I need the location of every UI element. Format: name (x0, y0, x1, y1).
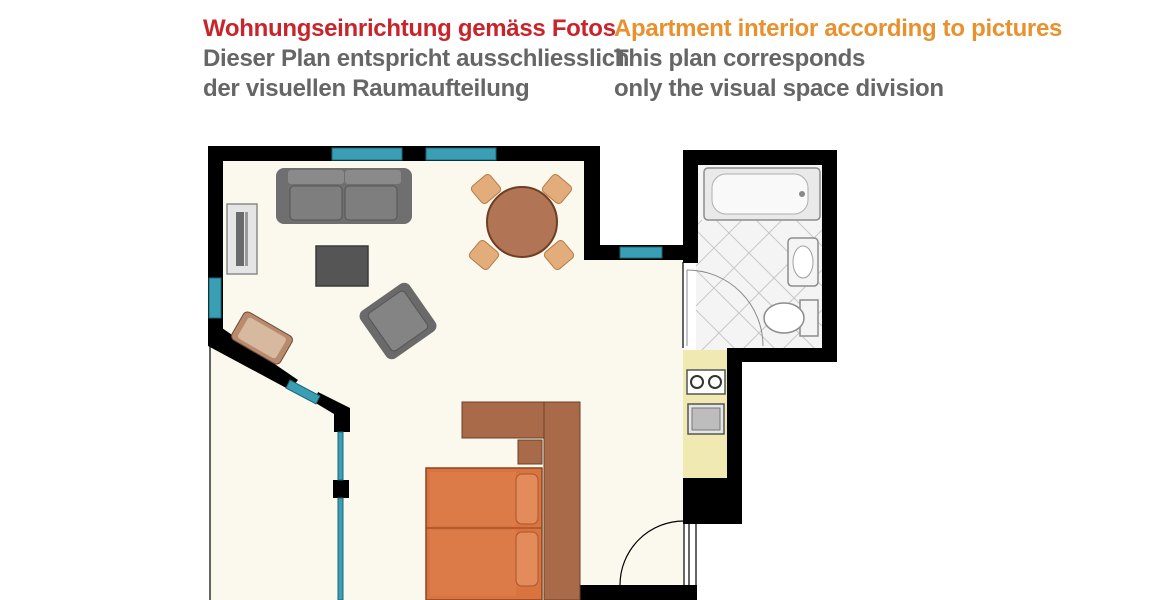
wall-bath-right (822, 150, 837, 362)
wall-step-vertical (584, 146, 600, 260)
toilet-icon (763, 299, 819, 337)
german-note-line-2: der visuellen Raumaufteilung (203, 75, 530, 102)
wall-diagonal (208, 328, 298, 390)
english-title: Apartment interior according to pictures (614, 15, 1063, 42)
english-note-line-2: only the visual space division (614, 75, 944, 102)
wall-top-left (208, 146, 600, 161)
window-top-1 (331, 147, 403, 161)
wall-angle-corner (314, 392, 350, 432)
round-dining-table-icon (486, 186, 558, 258)
bathroom-door-icon (686, 269, 764, 347)
room-divider-icon (461, 401, 581, 600)
wall-bath-bottom (727, 348, 837, 362)
dining-chair-icon (468, 173, 575, 271)
wall-pillar (333, 480, 349, 498)
window-angle-2 (337, 497, 344, 600)
german-note-line-1: Dieser Plan entspricht ausschliesslich (203, 45, 630, 72)
sofa-icon (276, 168, 412, 224)
side-chair-icon (231, 311, 293, 365)
window-angle-1 (337, 431, 344, 481)
wall-entrance-bottom (565, 585, 697, 600)
wall-bath-top (683, 150, 837, 165)
door-icon (619, 520, 685, 586)
window-step (619, 246, 663, 259)
bathtub-icon (703, 167, 821, 221)
dining-set (468, 173, 575, 271)
window-top-2 (425, 147, 497, 161)
tv-icon (226, 203, 258, 275)
kitchen-sink-icon (687, 403, 725, 435)
nightstand-icon (517, 439, 543, 465)
coffee-table-icon (315, 245, 369, 287)
wall-bath-left (683, 150, 698, 263)
outline (209, 262, 697, 600)
windows (208, 147, 663, 600)
german-title: Wohnungseinrichtung gemäss Fotos (203, 15, 616, 42)
wall-kitchen-bottom-right (683, 478, 742, 524)
window-left (208, 277, 222, 319)
english-note-line-1: This plan corresponds (614, 45, 866, 72)
walls (208, 146, 837, 600)
armchair-icon (359, 282, 437, 360)
window-diagonal (285, 379, 321, 405)
stove-icon (686, 369, 726, 395)
washbasin-icon (787, 237, 819, 287)
double-bed-icon (425, 467, 543, 600)
